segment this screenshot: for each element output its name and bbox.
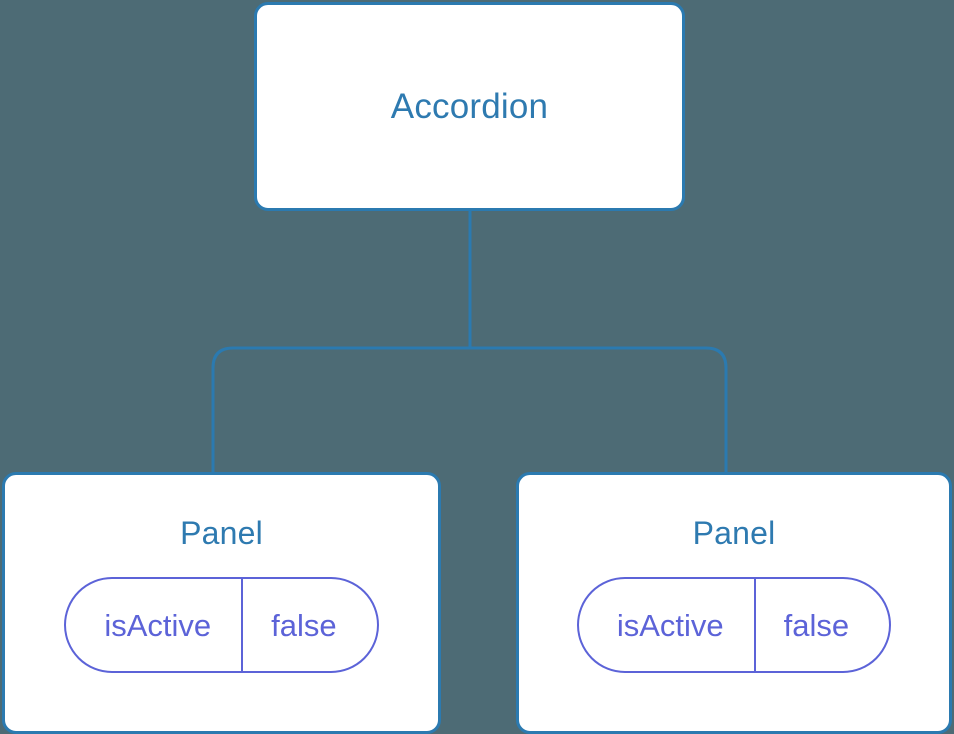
- node-panel-0[interactable]: Panel isActive false: [2, 472, 441, 734]
- node-accordion[interactable]: Accordion: [254, 2, 685, 211]
- node-title: Accordion: [390, 87, 549, 126]
- prop-value: false: [271, 607, 337, 643]
- prop-value: false: [783, 607, 850, 643]
- prop-key: isActive: [66, 579, 244, 671]
- node-panel-1[interactable]: Panel isActive false: [516, 472, 952, 734]
- prop-pill-isactive[interactable]: isActive false: [576, 577, 892, 673]
- branch-connector: [211, 346, 728, 472]
- prop-pill-isactive[interactable]: isActive false: [64, 577, 379, 673]
- node-title: Panel: [180, 515, 263, 551]
- prop-key: isActive: [579, 579, 756, 671]
- node-title: Panel: [692, 515, 776, 551]
